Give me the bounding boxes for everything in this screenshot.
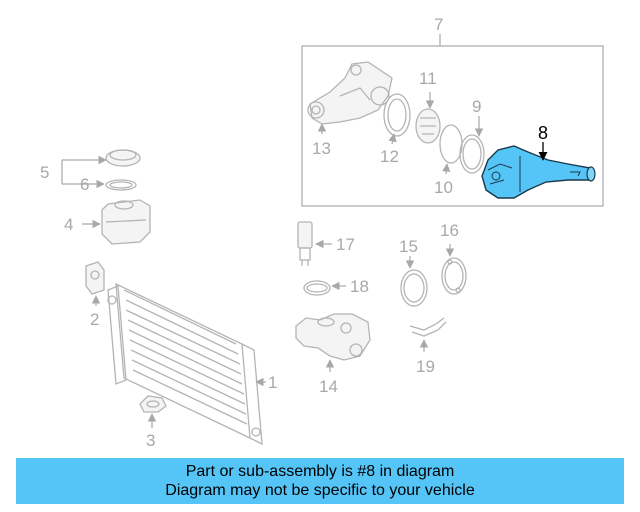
callout-19: 19 bbox=[416, 357, 435, 376]
part-6-seal bbox=[105, 179, 137, 191]
caption-line-2: Diagram may not be specific to your vehi… bbox=[165, 482, 475, 499]
callout-8: 8 bbox=[538, 123, 548, 143]
caption-banner: Part or sub-assembly is #8 in diagram Di… bbox=[16, 458, 624, 504]
callout-3: 3 bbox=[146, 431, 155, 450]
callout-13: 13 bbox=[312, 139, 331, 158]
callout-10: 10 bbox=[434, 178, 453, 197]
callout-1: 1 bbox=[268, 373, 277, 392]
caption-line-1: Part or sub-assembly is #8 in diagram bbox=[185, 463, 455, 480]
part-10-oring bbox=[439, 124, 463, 164]
part-2-bracket bbox=[85, 261, 105, 295]
part-9-gasket bbox=[459, 134, 485, 174]
part-5-cap bbox=[105, 149, 141, 167]
callout-14: 14 bbox=[319, 377, 338, 396]
callout-18: 18 bbox=[350, 277, 369, 296]
callout-6: 6 bbox=[80, 175, 89, 194]
part-14-outlet bbox=[295, 313, 371, 361]
part-8-coolant-pipe bbox=[481, 145, 596, 199]
callout-16: 16 bbox=[440, 221, 459, 240]
part-3-mount bbox=[139, 395, 167, 413]
part-17-sensor bbox=[297, 221, 313, 266]
part-11-thermostat bbox=[415, 108, 441, 144]
callout-4: 4 bbox=[64, 215, 73, 234]
part-16-gasket bbox=[441, 257, 467, 295]
callout-5: 5 bbox=[40, 163, 49, 182]
part-18-oring bbox=[303, 280, 331, 296]
part-1-radiator bbox=[107, 282, 263, 446]
part-4-expansion-tank bbox=[101, 199, 151, 245]
callout-7: 7 bbox=[434, 15, 443, 34]
part-12-gasket bbox=[383, 93, 411, 137]
callout-11: 11 bbox=[419, 69, 437, 88]
part-13-housing bbox=[307, 61, 393, 125]
callout-17: 17 bbox=[336, 235, 355, 254]
callout-15: 15 bbox=[399, 237, 418, 256]
part-15-oring bbox=[400, 269, 428, 307]
assembly-7-box bbox=[301, 45, 604, 207]
callout-9: 9 bbox=[472, 97, 481, 116]
callout-12: 12 bbox=[380, 147, 399, 166]
part-19-clamp bbox=[409, 317, 447, 337]
callout-2: 2 bbox=[90, 310, 99, 329]
